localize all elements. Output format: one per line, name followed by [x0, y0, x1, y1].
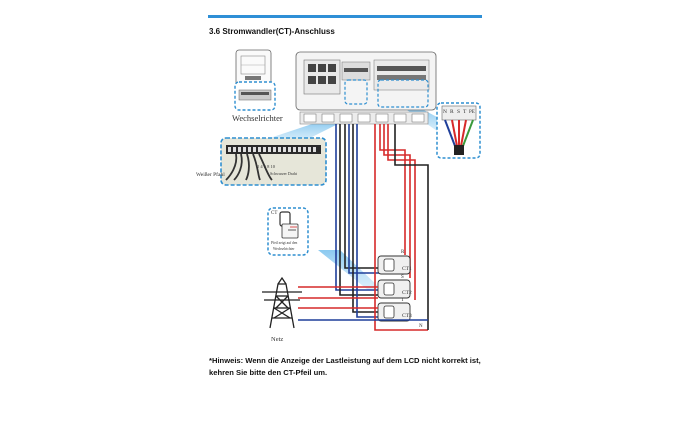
terminal-block-panel: 2 4 6 8 10 Schwarzer Draht	[220, 137, 327, 186]
ct-arrow-note-1: Pfeil zeigt auf den	[271, 241, 297, 245]
phase-label-s: S	[457, 109, 460, 115]
phase-label-pe: PE	[469, 110, 475, 115]
phase-terminal-zoom: N R S T PE	[436, 102, 481, 159]
terminal-port-callout	[344, 79, 368, 105]
white-tube-label: Weißer Pfahl	[196, 171, 225, 178]
hint-line-1: *Hinweis: Wenn die Anzeige der Lastleist…	[209, 356, 481, 365]
grid-port-callout	[377, 79, 429, 108]
ct1-label: CT1	[402, 266, 412, 272]
phase-label-n: N	[443, 109, 447, 115]
ct2-label: CT2	[402, 290, 412, 296]
ct-signal-wires	[335, 124, 429, 331]
zoom-beam-terminal	[258, 122, 342, 142]
ct-clamp-group: CT1 CT2 CT3	[377, 255, 412, 322]
page-title: 3.6 Stromwandler(CT)-Anschluss	[209, 27, 335, 36]
ct-arrow-note-2: Wechselrichter	[273, 247, 295, 251]
ct-sensor-callout: CT Pfeil zeigt auf den Wechselrichter	[267, 207, 309, 256]
inverter-bottom	[295, 51, 437, 125]
neutral-mark: N	[419, 324, 423, 329]
inverter-label: Wechselrichter	[232, 113, 283, 123]
inverter-front	[235, 49, 272, 87]
grid-label: Netz	[271, 336, 283, 343]
hint-note: *Hinweis: Wenn die Anzeige der Lastleist…	[209, 355, 499, 379]
grid-lines	[298, 286, 428, 321]
ct3-label: CT3	[402, 313, 412, 319]
terminal-numbers: 2 4 6 8 10	[257, 164, 276, 169]
terminal-caption: Schwarzer Draht	[270, 171, 298, 176]
phase-label-r: R	[450, 109, 454, 115]
phase-mark-r: R	[401, 250, 405, 255]
phase-label-t: T	[463, 109, 467, 115]
transmission-tower-icon	[262, 276, 302, 329]
hint-line-2: kehren Sie bitte den CT-Pfeil um.	[209, 368, 328, 377]
phase-mark-t: T	[401, 298, 404, 303]
phase-mark-s: S	[401, 275, 404, 280]
header-rule	[208, 15, 482, 18]
ct-callout-label: CT	[271, 211, 277, 216]
